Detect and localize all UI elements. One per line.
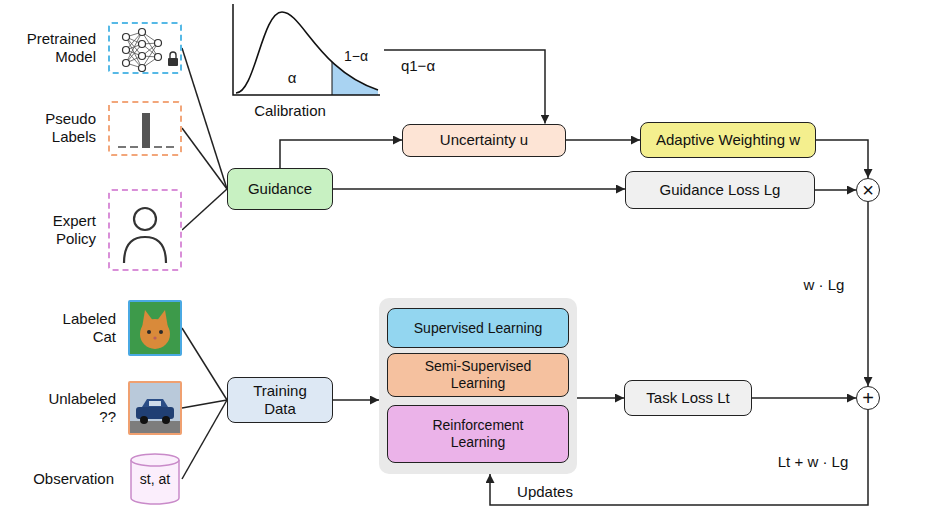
car-wheel: [140, 416, 148, 424]
car-wheel: [162, 416, 170, 424]
edge-label: Updates: [514, 483, 576, 501]
label-source: Pseudo Labels: [108, 101, 182, 156]
network-unit: [123, 60, 130, 67]
method-box: Semi-Supervised Learning: [387, 353, 569, 397]
connector: [815, 189, 856, 191]
label-bar: [142, 113, 150, 148]
label-dash: [166, 146, 174, 148]
loss-box: Task Loss Lt: [624, 380, 752, 416]
quantile-line: [332, 62, 333, 95]
connector: [182, 400, 227, 479]
uncertainty-box: Uncertainty u: [402, 124, 566, 157]
network-unit: [123, 47, 130, 54]
connector: [182, 128, 227, 189]
lock-body: [168, 58, 178, 66]
image-sample: Labeled Cat: [128, 300, 182, 356]
box-text: Reinforcement Learning: [418, 417, 538, 451]
road: [130, 421, 180, 433]
label-dash: [118, 146, 126, 148]
car-window: [149, 401, 161, 406]
photo-ground: [130, 302, 180, 354]
plot-caption: Calibration: [254, 102, 326, 120]
box-text: +: [862, 388, 874, 408]
connector: [566, 139, 640, 141]
calibration-link: [384, 50, 545, 124]
model-source: Pretrained Model: [108, 22, 182, 74]
multiply-node: ×: [856, 178, 880, 202]
density-curve: [236, 12, 378, 93]
source-label: Pretrained Model: [16, 30, 96, 66]
network-unit: [139, 53, 146, 60]
net-icon: [110, 24, 180, 72]
network-unit: [123, 34, 130, 41]
source-label: Labeled Cat: [44, 310, 116, 346]
box-text: Semi-Supervised Learning: [396, 358, 560, 392]
plot-label: 1−α: [344, 48, 368, 65]
connector: [577, 397, 624, 399]
box-text: Guidance: [248, 180, 312, 198]
data-box: Training Data: [227, 377, 333, 423]
photo-ground: [130, 383, 180, 433]
box-text: Supervised Learning: [414, 320, 542, 337]
box-text: st, at: [140, 471, 170, 488]
box-text: ×: [862, 180, 874, 200]
method-box: Supervised Learning: [387, 308, 569, 348]
edge-label: w · Lg: [801, 276, 848, 294]
box-text: Adaptive Weighting w: [656, 131, 800, 149]
person-body: [124, 237, 166, 263]
loss-box: Guidance Loss Lg: [625, 171, 815, 209]
source-label: Unlabeled ??: [44, 390, 116, 426]
source-label: Expert Policy: [16, 212, 96, 248]
source-label: Pseudo Labels: [16, 110, 96, 146]
tail-area: [332, 0, 378, 95]
person-icon: [110, 191, 180, 269]
network-unit: [155, 40, 162, 47]
connector: [333, 399, 379, 401]
weighting-box: Adaptive Weighting w: [640, 122, 816, 158]
cat-icon: [130, 302, 180, 354]
add-node: +: [856, 386, 880, 410]
network-unit: [139, 41, 146, 48]
label-dash: [154, 146, 162, 148]
person-head: [134, 208, 156, 230]
connector: [867, 202, 869, 386]
image-sample: Unlabeled ??: [128, 381, 182, 435]
cat-eye: [159, 330, 163, 334]
method-box: Reinforcement Learning: [387, 405, 569, 463]
cylinder-top: [131, 454, 179, 466]
connector: [280, 140, 402, 168]
network-unit: [139, 29, 146, 36]
connector: [333, 188, 625, 190]
network-unit: [155, 54, 162, 61]
guidance-box: Guidance: [227, 168, 333, 210]
plot-label: α: [288, 69, 297, 87]
data-store: Observationst, at: [128, 452, 182, 506]
box-text: Uncertainty u: [440, 131, 528, 149]
expert-source: Expert Policy: [108, 189, 182, 271]
car-icon: [130, 383, 180, 433]
connector: [816, 140, 868, 178]
lock-shackle: [170, 52, 176, 58]
bars-icon: [110, 103, 180, 154]
connector: [182, 400, 227, 408]
quantile-label: q1−α: [401, 57, 435, 75]
connector: [752, 397, 856, 399]
box-text: Guidance Loss Lg: [660, 181, 781, 199]
plot-axes: [233, 4, 380, 95]
car-cabin: [142, 399, 168, 407]
label-dash: [130, 146, 138, 148]
cat-head: [140, 319, 170, 349]
cat-nose: [153, 336, 156, 339]
connector: [182, 48, 227, 189]
box-text: Task Loss Lt: [646, 389, 729, 407]
box-text: Training Data: [236, 382, 324, 418]
network-unit: [139, 65, 146, 72]
sum-label: Lt + w · Lg: [778, 453, 848, 471]
connector: [182, 189, 227, 230]
cat-eye: [147, 330, 151, 334]
network-icon: [123, 29, 179, 72]
source-label: Observation: [18, 470, 114, 488]
learning-panel: Supervised LearningSemi-Supervised Learn…: [379, 298, 577, 474]
connector: [182, 328, 227, 400]
